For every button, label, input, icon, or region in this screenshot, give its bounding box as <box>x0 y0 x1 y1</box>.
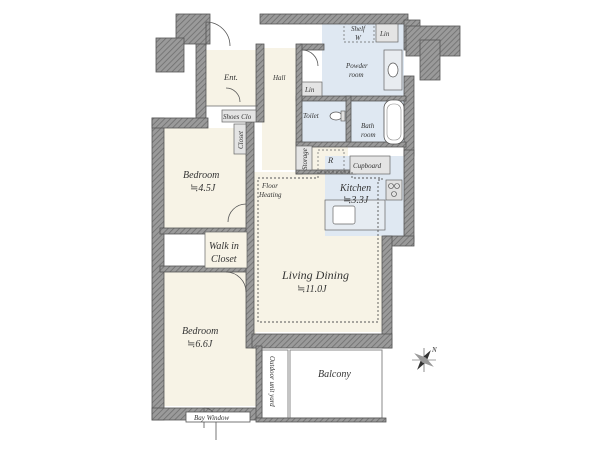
bedroom1-name: Bedroom <box>183 170 219 181</box>
outdoor-unit-yard-label: Outdoor unit yard <box>268 356 276 407</box>
compass: N <box>412 346 437 372</box>
powder-room-label-1: Powder <box>345 62 368 70</box>
entrance-label: Ent. <box>223 72 238 82</box>
bathtub-inner <box>386 103 402 141</box>
entrance-floor <box>206 50 258 106</box>
stove-burner <box>394 183 400 189</box>
linen-top-label: Lin <box>379 30 390 38</box>
stove <box>385 179 403 201</box>
walk-in-closet-label-2: Closet <box>211 254 237 265</box>
shoes-closet-label: Shoes Clo <box>223 113 252 121</box>
hall-floor <box>262 48 302 170</box>
cupboard-label: Cupboard <box>353 162 382 170</box>
fixtures <box>204 23 405 269</box>
shoes-closet-box <box>221 109 257 123</box>
cupboard-box <box>349 155 391 175</box>
bedroom1-size: ≒4.5J <box>190 183 216 194</box>
outdoor-unit-yard-floor <box>261 349 289 419</box>
closet-label: Closet <box>237 130 245 149</box>
hall-label: Hall <box>272 74 286 82</box>
floor-heating-label-1: Floor <box>261 182 278 190</box>
living-dining-name: Living Dining <box>281 268 349 282</box>
toilet-bowl <box>329 111 343 121</box>
closet-box <box>233 123 247 155</box>
bath-room-label-1: Bath <box>361 122 375 130</box>
kitchen-size: ≒3.3J <box>343 195 369 206</box>
floor-heating-label-2: Heating <box>258 191 282 199</box>
bedroom2-size: ≒6.6J <box>187 339 213 350</box>
kitchen-name: Kitchen <box>339 183 371 194</box>
kitchen-sink <box>332 205 356 225</box>
refrigerator-box <box>317 149 345 171</box>
walk-in-closet-label-1: Walk in <box>209 241 239 252</box>
toilet-label: Toilet <box>303 112 320 120</box>
toilet-tank <box>340 110 346 122</box>
balcony-floor <box>289 349 383 419</box>
floor-fills <box>163 22 407 419</box>
linen-mid-box <box>301 81 323 97</box>
storage-label: Storage <box>301 148 309 170</box>
compass-north-label: N <box>431 346 437 354</box>
linen-mid-label: Lin <box>304 86 315 94</box>
shelf-label: Shelf <box>351 25 366 33</box>
bathtub <box>383 99 405 145</box>
refrigerator-label: R <box>327 155 334 165</box>
bedroom2-floor <box>163 270 256 406</box>
compass-cross-icon <box>414 353 434 367</box>
stove-burner <box>388 183 394 189</box>
room-labels: Ent. Hall Shelf W Lin Powder room Lin To… <box>182 25 390 422</box>
bay-window-frame <box>185 411 251 423</box>
storage-box <box>295 145 313 171</box>
walk-in-closet-box <box>204 231 248 269</box>
bedroom2-name: Bedroom <box>182 326 218 337</box>
wash-basin <box>387 62 399 78</box>
powder-room-label-2: room <box>349 71 364 79</box>
linen-top-box <box>375 23 399 43</box>
bay-window-label: Bay Window <box>194 414 230 422</box>
stove-burner <box>391 191 397 197</box>
balcony-label: Balcony <box>318 369 351 380</box>
shelf-mark-label: W <box>355 34 362 42</box>
living-dining-size: ≒11.0J <box>297 284 327 295</box>
bath-room-label-2: room <box>361 131 376 139</box>
floor-heating-boundary <box>257 171 383 323</box>
toilet-floor <box>300 100 348 142</box>
